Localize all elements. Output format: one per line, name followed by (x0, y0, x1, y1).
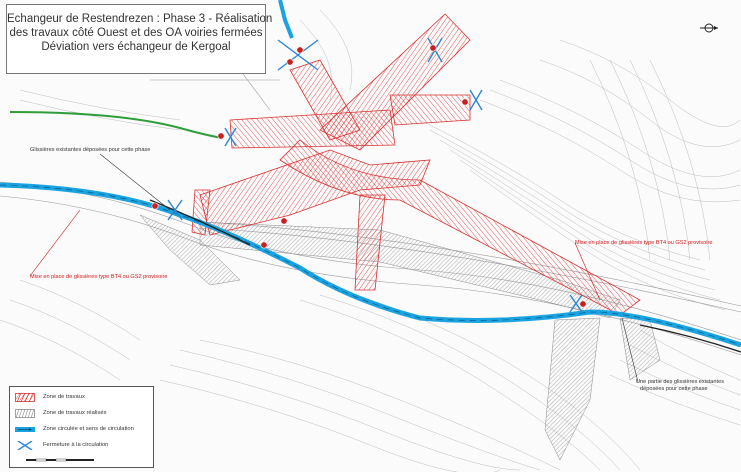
no-entry-sign-icon (579, 300, 587, 308)
title-line-2: des travaux côté Ouest et des OA voiries… (9, 27, 263, 39)
no-entry-sign-icon (286, 58, 294, 66)
legend-label: Zone circulée et sens de circulation (43, 426, 134, 432)
map-legend: Zone de travaux Zone de travaux réalisés… (9, 386, 154, 468)
no-entry-sign-icon (217, 132, 225, 140)
legend-label: Fermeture à la circulation (43, 442, 109, 448)
closure-cross-icon (469, 89, 483, 111)
sign-markers (151, 44, 587, 308)
no-entry-sign-icon (296, 46, 304, 54)
annotation-mise-en-place-right: Mise en place de glissières type BT4 ou … (575, 240, 713, 246)
title-block: Echangeur de Restendrezen : Phase 3 - Ré… (6, 4, 273, 74)
legend-item-zone-travaux: Zone de travaux (15, 391, 85, 403)
annotation-partie-glissieres-2: déposées pour cette phase (640, 386, 708, 392)
red-hatch-icon (15, 392, 35, 402)
no-entry-sign-icon (280, 217, 288, 225)
no-entry-sign-icon (429, 44, 437, 52)
closure-cross-icon (277, 39, 319, 71)
legend-item-zone-realises: Zone de travaux réalisés (15, 407, 106, 419)
no-entry-sign-icon (461, 98, 469, 106)
closure-cross-icon (224, 127, 237, 147)
no-entry-sign-icon (260, 241, 268, 249)
title-line-1: Echangeur de Restendrezen : Phase 3 - Ré… (7, 13, 273, 25)
title-line-3: Déviation vers échangeur de Kergoal (41, 41, 231, 53)
closure-cross-icon (569, 294, 583, 313)
blue-cross-icon (17, 440, 33, 450)
annotation-partie-glissieres-1: Une partie des glissières existantes (636, 379, 724, 385)
legend-item-fermeture: Fermeture à la circulation (15, 439, 108, 451)
legend-item-zone-circulee: Zone circulée et sens de circulation (15, 423, 134, 435)
no-entry-sign-icon (151, 202, 159, 210)
legend-label: Zone de travaux (43, 394, 85, 400)
annotation-leaders (29, 153, 639, 383)
terrain-contours (0, 9, 741, 472)
north-arrow-icon (700, 23, 718, 33)
legend-label: Zone de travaux réalisés (43, 410, 107, 416)
scale-bar-icon (26, 458, 94, 462)
black-road-lines (149, 199, 741, 353)
done-works-zones (139, 214, 661, 461)
grey-hatch-icon (15, 408, 35, 418)
annotation-mise-en-place-left: Mise en place de glissières type BT4 ou … (30, 274, 168, 280)
annotation-glissieres-deposees: Glissières existantes déposées pour cett… (30, 147, 151, 153)
green-road (9, 111, 223, 139)
closure-cross-icon (167, 199, 183, 221)
blue-road-arrow-icon (15, 426, 35, 432)
